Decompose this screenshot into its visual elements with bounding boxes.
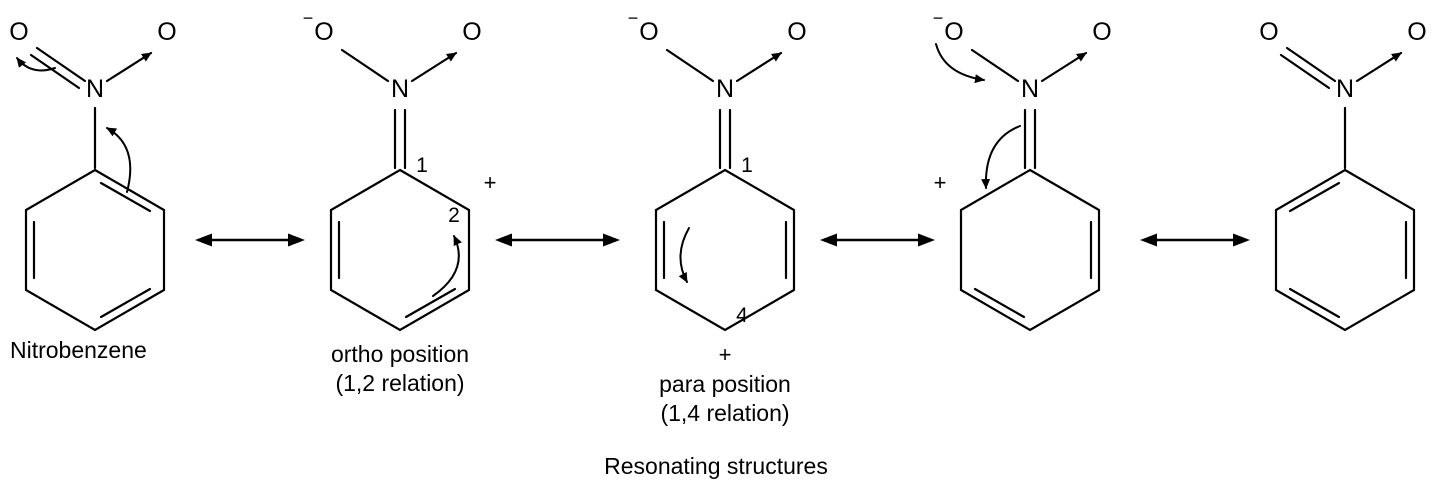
n-o-dative-bond <box>1355 51 1403 83</box>
n-o-single-bond <box>665 48 715 83</box>
nitrogen-label: N <box>391 75 409 103</box>
caption-line-1: ortho position <box>330 341 470 367</box>
n-o-dative-bond <box>735 51 783 83</box>
plus-charge: + <box>934 170 947 195</box>
structure-nitrobenzene-2: N O O <box>1259 18 1427 332</box>
resonance-arrow <box>495 233 620 247</box>
resonance-arrow <box>195 233 305 247</box>
resonance-arrow <box>1140 233 1250 247</box>
resonance-arrow <box>820 233 935 247</box>
oxygen-left-label: O <box>314 18 333 46</box>
benzene-ring <box>329 168 471 332</box>
ring-position-1: 1 <box>741 154 753 177</box>
curved-arrow-icon <box>678 227 690 283</box>
structure-caption-ortho: ortho position (1,2 relation) <box>285 340 515 398</box>
n-o-dative-bond <box>105 51 153 83</box>
caption-line-2: (1,2 relation) <box>335 370 465 396</box>
diagram-title: Resonating structures <box>604 453 828 479</box>
c-n-double-bond <box>718 108 732 170</box>
benzene-ring <box>24 168 166 332</box>
caption-text: Nitrobenzene <box>10 337 147 363</box>
structure-caption-nitrobenzene: Nitrobenzene <box>10 336 147 365</box>
oxygen-left-label: O <box>944 18 963 46</box>
oxygen-left-label: O <box>9 18 28 46</box>
structure-caption-para: para position (1,4 relation) <box>610 370 840 428</box>
n-o-double-bond <box>29 46 87 90</box>
structure-para-cation: N − O O 1 4 + <box>628 8 807 367</box>
oxygen-right-label: O <box>1092 18 1111 46</box>
oxygen-right-label: O <box>787 18 806 46</box>
ring-position-2: 2 <box>448 204 460 227</box>
oxygen-left-charge: − <box>303 8 314 28</box>
benzene-ring <box>1274 168 1416 332</box>
curved-arrow-icon <box>981 125 1021 189</box>
c-n-double-bond <box>393 108 407 170</box>
nitrogen-label: N <box>86 75 104 103</box>
ring-position-4: 4 <box>736 304 748 327</box>
structure-ortho-cation: N − O O 1 2 + <box>303 8 497 332</box>
n-o-single-bond <box>970 48 1020 83</box>
benzene-ring <box>959 168 1101 332</box>
nitrogen-label: N <box>716 75 734 103</box>
plus-charge: + <box>719 342 732 367</box>
curved-arrow-icon <box>106 127 132 193</box>
c-n-double-bond <box>1023 108 1037 170</box>
nitrogen-label: N <box>1021 75 1039 103</box>
plus-charge: + <box>484 170 497 195</box>
curved-arrow-icon <box>16 57 56 72</box>
oxygen-right-label: O <box>1407 18 1426 46</box>
oxygen-left-label: O <box>1259 18 1278 46</box>
curved-arrow-icon <box>935 43 985 84</box>
n-o-double-bond <box>1279 46 1337 90</box>
caption-line-1: para position <box>659 371 791 397</box>
structure-nitrobenzene: N O O <box>9 18 177 332</box>
oxygen-left-charge: − <box>933 8 944 28</box>
structures-drawing: N O O N − O O <box>9 8 1427 367</box>
n-o-dative-bond <box>1040 51 1088 83</box>
benzene-ring <box>654 168 796 332</box>
oxygen-right-label: O <box>462 18 481 46</box>
n-o-dative-bond <box>410 51 458 83</box>
curved-arrow-icon <box>432 235 462 297</box>
oxygen-left-label: O <box>639 18 658 46</box>
oxygen-right-label: O <box>157 18 176 46</box>
ring-position-1: 1 <box>416 154 428 177</box>
oxygen-left-charge: − <box>628 8 639 28</box>
structure-ortho-cation-2: N − O O + <box>933 8 1112 332</box>
nitrogen-label: N <box>1336 75 1354 103</box>
caption-line-2: (1,4 relation) <box>660 400 790 426</box>
n-o-single-bond <box>340 48 390 83</box>
